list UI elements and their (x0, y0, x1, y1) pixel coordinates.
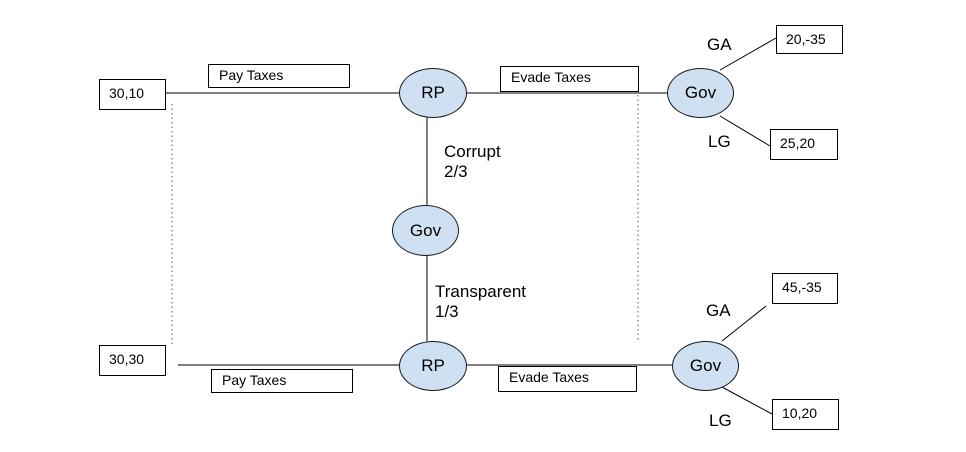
label-pay-taxes-bottom: Pay Taxes (211, 369, 353, 393)
edge-ga-top (719, 37, 777, 71)
payoff-top-left: 30,10 (99, 79, 166, 110)
edge-lg-bottom (721, 386, 773, 415)
node-gov-bottom-right: Gov (672, 341, 739, 391)
payoff-bottom-left: 30,30 (99, 345, 166, 376)
label-transparent: Transparent (435, 282, 527, 301)
label-ga-bottom: GA (706, 301, 731, 320)
payoff-bottom-ga: 45,-35 (772, 273, 838, 304)
label-lg-bottom: LG (709, 411, 732, 430)
node-rp-bottom: RP (399, 341, 467, 391)
label-ga-top: GA (707, 35, 732, 54)
node-rp-top: RP (399, 68, 467, 118)
node-gov-top-right: Gov (667, 68, 734, 118)
label-transparent-prob: 1/3 (435, 302, 459, 321)
edge-ga-bottom (721, 305, 767, 342)
label-evade-taxes-bottom: Evade Taxes (498, 366, 637, 392)
label-lg-top: LG (708, 132, 731, 151)
edge-lg-top (719, 115, 771, 147)
payoff-bottom-lg: 10,20 (772, 399, 839, 430)
payoff-top-lg: 25,20 (770, 129, 838, 160)
label-corrupt: Corrupt (444, 142, 501, 161)
label-corrupt-prob: 2/3 (444, 162, 468, 181)
label-evade-taxes-top: Evade Taxes (500, 66, 639, 92)
node-gov-center: Gov (392, 205, 459, 256)
label-pay-taxes-top: Pay Taxes (208, 64, 350, 88)
payoff-top-ga: 20,-35 (776, 25, 843, 54)
